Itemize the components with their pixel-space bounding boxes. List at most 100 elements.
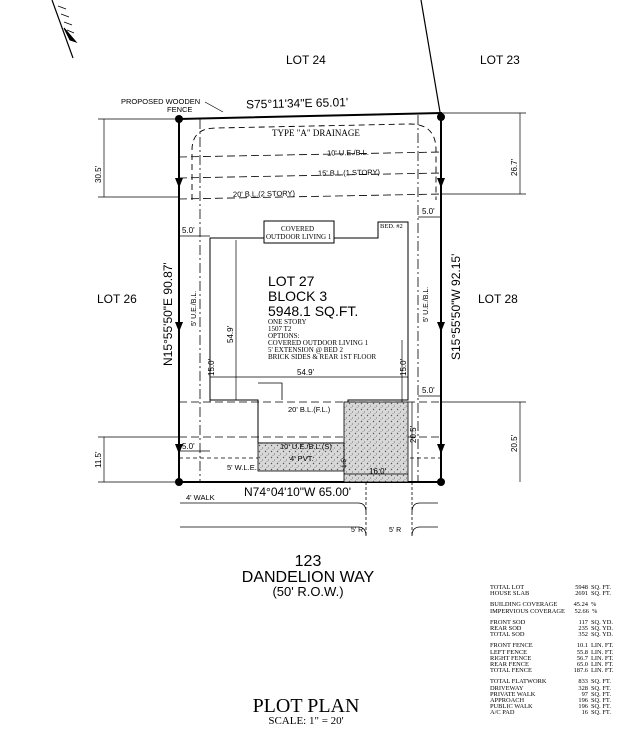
dim-drive-left-gap: 1.5' bbox=[341, 458, 348, 468]
summary-unit: % bbox=[591, 601, 597, 609]
bed-label: BED. #2 bbox=[380, 223, 403, 230]
lot-28-label: LOT 28 bbox=[478, 292, 518, 306]
covered-outdoor-living bbox=[263, 220, 335, 244]
summary-unit: SQ. FT. bbox=[591, 703, 611, 711]
covered-outdoor-line2: OUTDOOR LIVING 1 bbox=[266, 233, 332, 241]
summary-label: FRONT SOD bbox=[490, 618, 526, 626]
summary-value: 2691 bbox=[575, 590, 588, 598]
dim-front-left: 11.5' bbox=[94, 451, 103, 468]
summary-unit: LIN. FT. bbox=[591, 661, 614, 669]
dim-side-left-top: 5.0' bbox=[182, 226, 195, 235]
bearing-bottom: N74°04'10"W 65.00' bbox=[244, 485, 351, 499]
wle-label: 5' W.L.E. bbox=[227, 463, 257, 472]
plot-plan-title: PLOT PLAN bbox=[253, 695, 360, 717]
dim-setback-left: 15.0' bbox=[207, 358, 216, 376]
summary-value: 235 bbox=[578, 625, 588, 633]
summary-label: LEFT FENCE bbox=[490, 648, 527, 656]
summary-label: DRIVEWAY bbox=[490, 684, 524, 692]
summary-unit: SQ. FT. bbox=[591, 697, 611, 705]
summary-label: REAR SOD bbox=[490, 625, 522, 633]
summary-unit: SQ. FT. bbox=[591, 684, 611, 692]
lot-area: 5948.1 SQ.FT. bbox=[268, 303, 358, 319]
dim-drive-width: 16.0' bbox=[369, 467, 387, 476]
summary-label: TOTAL FLATWORK bbox=[490, 678, 547, 686]
summary-label: PRIVATE WALK bbox=[490, 690, 536, 698]
pvt-label: 4' PVT. bbox=[290, 454, 314, 463]
bearing-top: S75°11'34"E 65.01' bbox=[246, 95, 348, 111]
summary-value: 833 bbox=[578, 678, 588, 686]
summary-value: 55.8 bbox=[576, 648, 588, 656]
summary-unit: SQ. FT. bbox=[591, 590, 611, 598]
note-line: COVERED OUTDOOR LIVING 1 bbox=[268, 339, 369, 347]
note-line: BRICK SIDES & REAR 1ST FLOOR bbox=[268, 353, 377, 361]
summary-value: 196 bbox=[578, 697, 588, 705]
summary-unit: SQ. YD. bbox=[591, 618, 613, 626]
summary-label: HOUSE SLAB bbox=[490, 590, 530, 598]
summary-value: 117 bbox=[578, 618, 588, 626]
fence-arrows bbox=[175, 178, 445, 454]
summary-unit: SQ. FT. bbox=[591, 690, 611, 698]
ue-side-left-label: 5' U.E./B.L. bbox=[191, 291, 198, 326]
street bbox=[180, 482, 438, 537]
summary-unit: LIN. FT. bbox=[591, 642, 614, 650]
summary-label: REAR FENCE bbox=[490, 661, 529, 669]
summary-label: BUILDING COVERAGE bbox=[490, 601, 558, 609]
driveway bbox=[343, 401, 409, 483]
summary-label: TOTAL FENCE bbox=[490, 667, 532, 675]
summary-value: 97 bbox=[581, 690, 588, 698]
summary-label: IMPERVIOUS COVERAGE bbox=[490, 607, 565, 615]
note-line: ONE STORY bbox=[268, 318, 307, 326]
dim-drive-depth: 20.5' bbox=[409, 425, 418, 443]
summary-value: 10.1 bbox=[576, 642, 588, 650]
address-number: 123 bbox=[295, 553, 322, 570]
summary-row: BUILDING COVERAGE 45.24% bbox=[490, 601, 618, 609]
summary-label: TOTAL SOD bbox=[490, 631, 525, 639]
bl-one-story-label: 15' B.L.(1 STORY) bbox=[318, 168, 381, 178]
bearing-right: S15°55'50"W 92.15' bbox=[449, 254, 463, 360]
summary-unit: SQ. FT. bbox=[591, 584, 611, 591]
summary-value: 16 bbox=[581, 709, 588, 717]
summary-unit: SQ. FT. bbox=[591, 678, 611, 686]
fence-note-line1: PROPOSED WOODEN bbox=[121, 97, 200, 106]
lot-number: LOT 27 bbox=[268, 273, 315, 289]
summary-unit: LIN. FT. bbox=[591, 667, 614, 675]
address-row: (50' R.O.W.) bbox=[272, 584, 343, 599]
fence-note-leader bbox=[204, 101, 224, 113]
dim-setback-right: 15.0' bbox=[399, 358, 408, 376]
summary-value: 65.0 bbox=[576, 661, 588, 669]
drainage-label: TYPE "A" DRAINAGE bbox=[272, 128, 360, 138]
fence-note-line2: FENCE bbox=[167, 105, 192, 114]
summary-label: RIGHT FENCE bbox=[490, 654, 532, 662]
summary-value: 45.24 bbox=[573, 601, 588, 609]
dim-rear-depth-right: 26.7' bbox=[510, 158, 519, 176]
dim-radius-right: 5' R bbox=[389, 527, 401, 534]
summary-unit: SQ. YD. bbox=[591, 625, 613, 633]
summary-value: 187.6 bbox=[573, 667, 588, 675]
dim-side-right-top: 5.0' bbox=[422, 207, 435, 216]
dim-front-right: 20.5' bbox=[510, 434, 519, 452]
walk-label: 4' WALK bbox=[186, 493, 215, 502]
summary-unit: SQ. FT. bbox=[591, 709, 611, 717]
lot-24-label: LOT 24 bbox=[286, 53, 326, 67]
ue-front-label: 10' U.E./B.L.(S) bbox=[280, 442, 332, 451]
dim-side-left-bottom: 5.0' bbox=[182, 442, 195, 451]
covered-outdoor-line1: COVERED bbox=[281, 225, 314, 233]
dim-side-right-bottom: 5.0' bbox=[422, 386, 435, 395]
dimension-lines bbox=[98, 112, 526, 483]
summary-label: PUBLIC WALK bbox=[490, 703, 533, 711]
summary-value: 196 bbox=[578, 703, 588, 711]
lot-26-label: LOT 26 bbox=[97, 292, 137, 306]
summary-value: 328 bbox=[578, 684, 588, 692]
note-line: 1507 T2 bbox=[268, 325, 292, 333]
